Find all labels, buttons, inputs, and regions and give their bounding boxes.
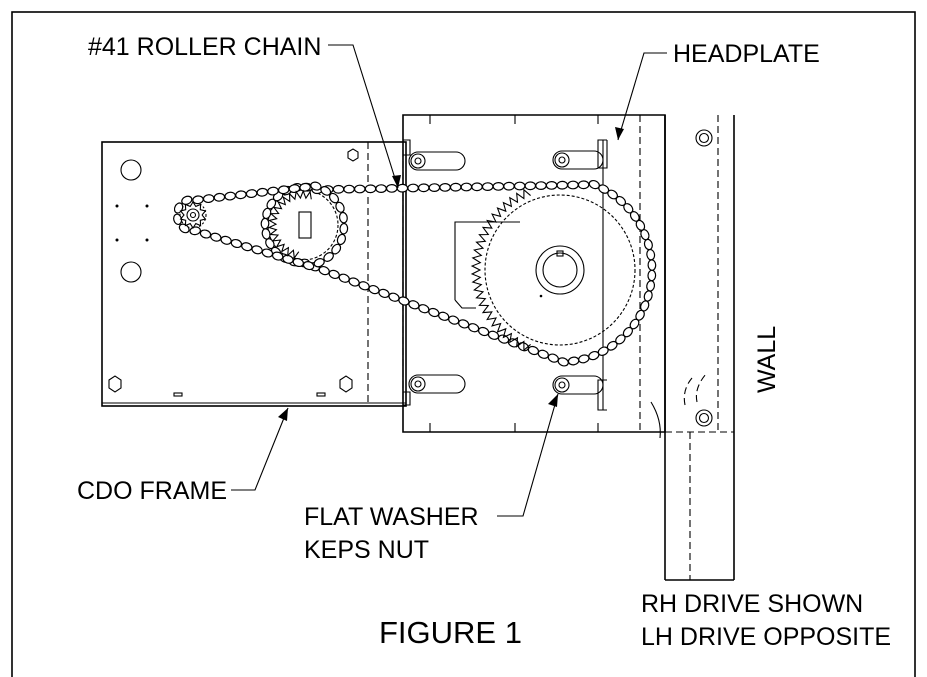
- chain-link: [235, 190, 247, 200]
- chain-link: [354, 184, 366, 194]
- chain-link: [241, 242, 253, 252]
- chain-link: [261, 228, 271, 240]
- chain-link: [643, 290, 653, 302]
- chain-link: [643, 238, 653, 251]
- chain-link: [256, 187, 269, 197]
- large-sprocket: [484, 194, 636, 346]
- label-rh-drive: RH DRIVE SHOWN: [641, 590, 863, 618]
- chain-link: [299, 182, 311, 192]
- chain-link: [524, 181, 537, 191]
- chain-link: [417, 183, 430, 193]
- chain-link: [449, 182, 462, 192]
- chain-link: [578, 354, 590, 364]
- chain-link: [481, 182, 494, 192]
- chain-link: [260, 217, 270, 230]
- chain-link: [647, 259, 657, 271]
- chain-link: [202, 194, 215, 204]
- chain-link: [220, 235, 232, 245]
- chain-link: [378, 288, 390, 299]
- headplate: [402, 114, 666, 433]
- label-keps-nut: KEPS NUT: [304, 536, 429, 564]
- figure-border: [11, 11, 916, 677]
- chain-link: [230, 238, 243, 249]
- chain-link: [646, 280, 656, 292]
- chain-link: [577, 180, 590, 190]
- chain-link: [331, 243, 342, 255]
- chain-link: [407, 183, 419, 193]
- label-flat-washer: FLAT WASHER: [304, 503, 479, 531]
- chain-link: [448, 315, 460, 325]
- chain-link: [556, 180, 569, 190]
- chain-link: [213, 192, 226, 202]
- chain-link: [460, 182, 473, 192]
- chain-link: [439, 182, 451, 192]
- chain-link: [199, 229, 212, 239]
- roller-chain-main: [260, 179, 657, 367]
- chain-link: [328, 269, 340, 280]
- chain-link: [288, 184, 301, 194]
- wall: [650, 115, 735, 581]
- chain-link: [343, 184, 355, 194]
- chain-link: [181, 195, 193, 205]
- chain-link: [535, 181, 547, 191]
- idler-sprocket-teeth: [179, 200, 207, 230]
- chain-link: [646, 248, 656, 261]
- chain-link: [313, 258, 325, 268]
- chain-link: [375, 184, 387, 194]
- chain-link: [336, 233, 346, 246]
- chain-link: [320, 186, 332, 196]
- chain-link: [545, 180, 558, 190]
- chain-link: [647, 269, 657, 282]
- chain-link: [364, 184, 377, 194]
- chain-link: [339, 222, 349, 235]
- cdo-frame: [101, 141, 407, 407]
- roller-chain-secondary: [173, 181, 349, 271]
- chain-link: [210, 232, 222, 242]
- chain-link: [335, 201, 345, 213]
- chain-link: [245, 189, 258, 199]
- chain-link: [338, 211, 348, 224]
- chain-link: [471, 182, 483, 192]
- chain-link: [503, 181, 515, 191]
- label-lh-drive: LH DRIVE OPPOSITE: [641, 623, 891, 651]
- chain-link: [189, 226, 201, 236]
- small-sprocket: [267, 189, 339, 261]
- label-figure: FIGURE 1: [379, 615, 522, 650]
- label-cdo-frame: CDO FRAME: [77, 477, 227, 505]
- chain-link: [224, 191, 236, 201]
- chain-link: [567, 180, 579, 190]
- label-headplate: HEADPLATE: [673, 40, 820, 68]
- chain-link: [323, 251, 334, 263]
- leader-lines: [231, 44, 667, 517]
- chain-link: [332, 184, 345, 194]
- label-roller-chain: #41 ROLLER CHAIN: [88, 33, 321, 61]
- label-wall: WALL: [753, 326, 781, 393]
- chain-link: [386, 183, 398, 193]
- chain-link: [492, 181, 505, 191]
- chain-link: [310, 181, 322, 191]
- chain-link: [396, 183, 409, 193]
- chain-link: [567, 356, 580, 366]
- chain-link: [251, 245, 263, 255]
- large-sprocket-teeth: [470, 188, 531, 352]
- small-sprocket-teeth: [267, 189, 312, 260]
- chain-link: [328, 192, 340, 204]
- chain-link: [428, 183, 441, 193]
